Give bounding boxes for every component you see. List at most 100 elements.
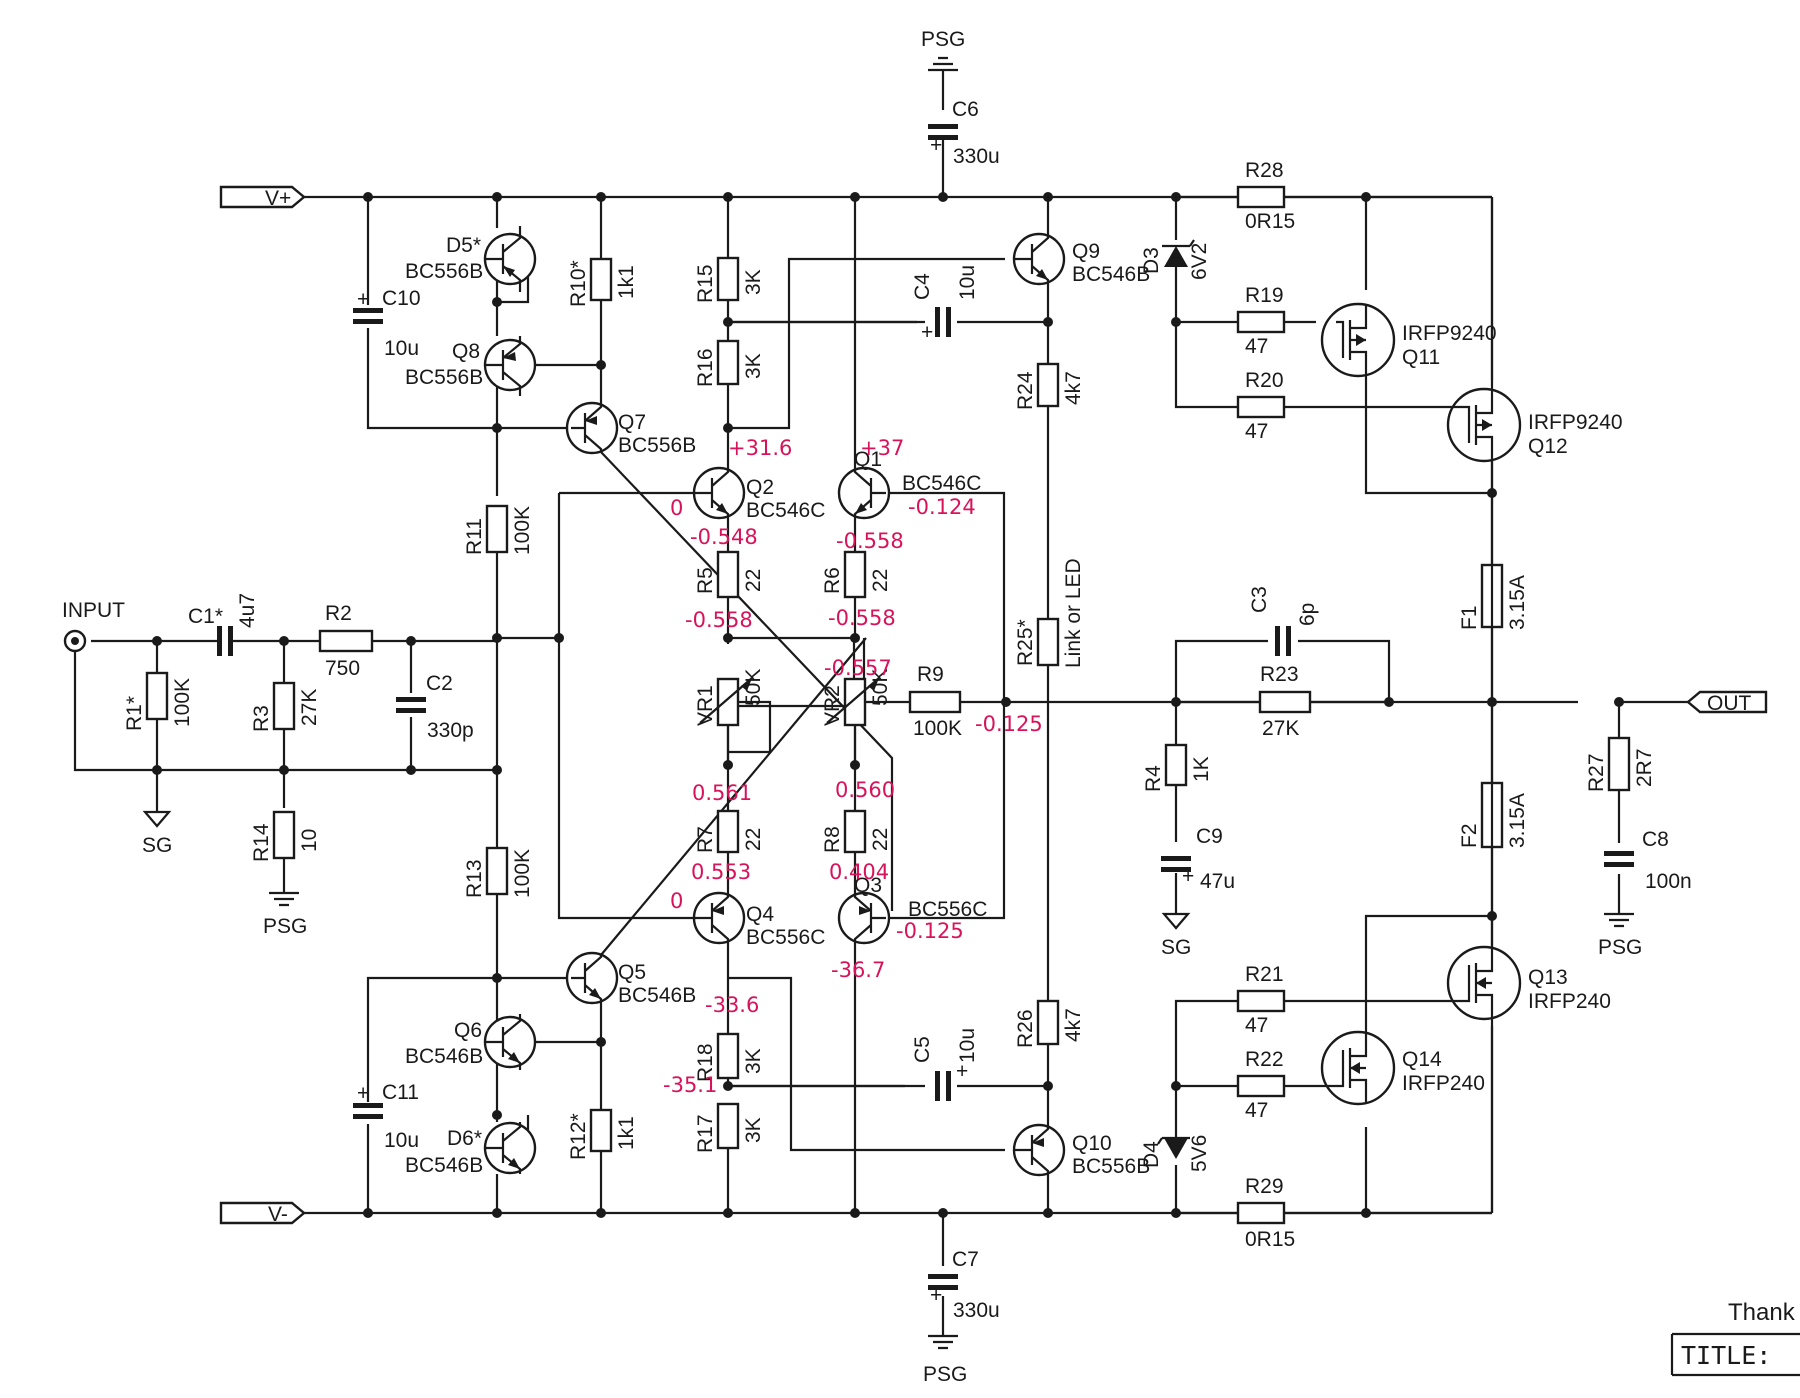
svg-text:R25*: R25* [1014,619,1037,666]
ann-q4-collector: -33.6 [705,993,759,1017]
svg-text:47u: 47u [1200,870,1235,893]
svg-text:D5*: D5* [446,234,481,257]
svg-text:22: 22 [869,828,892,851]
svg-text:22: 22 [742,828,765,851]
svg-text:3K: 3K [742,269,765,295]
resistor-r11: R11 100K [463,504,534,555]
svg-text:0R15: 0R15 [1245,1228,1295,1251]
transistor-q4: Q4 BC556C [692,880,825,955]
svg-text:R24: R24 [1014,371,1037,410]
svg-text:C5: C5 [911,1036,934,1063]
svg-text:F2: F2 [1458,823,1481,848]
capacitor-c10: C10 10u + [353,287,421,360]
svg-text:Q10: Q10 [1072,1132,1112,1155]
ann-q3-collector: -36.7 [831,958,885,982]
resistor-r15: R15 3K [694,256,765,303]
transistor-d5: D5* BC556B [405,226,537,292]
svg-text:5V6: 5V6 [1188,1135,1211,1172]
port-vplus: V+ [219,185,306,210]
svg-text:BC546B: BC546B [1072,263,1150,286]
svg-text:Q7: Q7 [618,411,646,434]
svg-text:Q13: Q13 [1528,966,1568,989]
svg-text:IRFP9240: IRFP9240 [1402,322,1497,345]
svg-text:C11: C11 [382,1081,419,1104]
svg-text:R28: R28 [1245,159,1284,182]
svg-text:3K: 3K [742,1117,765,1143]
svg-text:BC556C: BC556C [746,926,825,949]
ground-sg-c9-label: SG [1161,936,1191,959]
resistor-r16: R16 3K [694,339,765,387]
bjt-transistors: D5* BC556B Q8 BC556B Q7 BC556B Q2 BC546C… [405,226,1150,1178]
svg-text:R2: R2 [325,602,352,625]
ann-r6-bottom: -0.558 [828,606,896,630]
ground-psg-r14: PSG [263,891,307,938]
svg-text:IRFP240: IRFP240 [1402,1072,1485,1095]
svg-text:3K: 3K [742,353,765,379]
resistor-r3: R3 27K [250,681,321,732]
svg-text:R6: R6 [821,567,844,594]
svg-text:R7: R7 [694,826,717,853]
port-vminus-label: V- [268,1203,288,1226]
svg-text:Q8: Q8 [452,340,480,363]
svg-text:Q3: Q3 [854,874,882,897]
capacitor-c5: C5 10u + [911,1028,979,1101]
svg-text:VR2: VR2 [821,685,844,726]
pot-vr1: VR1 50K [694,669,772,765]
svg-text:BC556B: BC556B [405,366,483,389]
svg-text:10: 10 [298,829,321,852]
svg-text:R18: R18 [694,1043,717,1082]
svg-text:R21: R21 [1245,963,1284,986]
input-jack: INPUT [62,599,125,653]
svg-text:22: 22 [869,569,892,592]
resistor-r2: R2 750 [318,602,374,680]
resistor-r12: R12* 1k1 [567,1108,638,1160]
svg-text:BC556B: BC556B [405,260,483,283]
svg-text:27K: 27K [1262,717,1299,740]
svg-text:BC546B: BC546B [405,1154,483,1177]
svg-text:BC546B: BC546B [405,1045,483,1068]
resistor-r1: R1* 100K [123,671,194,731]
capacitor-c7: C7 330u + [928,1248,1000,1322]
svg-text:10u: 10u [384,337,419,360]
mosfet-q14: Q14 IRFP240 [1320,1030,1485,1106]
mosfet-q13: Q13 IRFP240 [1446,945,1611,1021]
ann-r5-bottom: -0.558 [685,608,753,632]
svg-text:Q9: Q9 [1072,240,1100,263]
resistor-r17: R17 3K [694,1102,765,1153]
svg-text:100K: 100K [913,717,962,740]
port-vplus-label: V+ [265,187,291,210]
svg-text:1k1: 1k1 [615,265,638,299]
svg-text:47: 47 [1245,1099,1268,1122]
ann-q1-base: -0.124 [908,495,976,519]
svg-text:R16: R16 [694,348,717,387]
ann-q2-emitter: -0.548 [690,525,758,549]
svg-text:3.15A: 3.15A [1506,793,1529,848]
svg-text:50K: 50K [742,669,765,706]
svg-text:R14: R14 [250,823,273,862]
svg-text:4k7: 4k7 [1062,371,1085,405]
svg-text:R19: R19 [1245,284,1284,307]
capacitor-c6: C6 330u + [928,98,1000,168]
transistor-q9: Q9 BC546B [1012,228,1150,286]
ann-q3-emitter: 0.404 [829,860,889,884]
svg-text:+: + [930,1284,942,1307]
ground-psg-c7: PSG [923,1334,967,1386]
port-out-label: OUT [1707,692,1752,715]
ann-r8-top: 0.560 [835,778,895,802]
svg-text:+: + [930,134,942,157]
svg-text:C9: C9 [1196,825,1223,848]
resistor-r7: R7 22 [694,809,765,854]
ground-sg-r1: SG [142,810,172,857]
svg-text:330u: 330u [953,1299,1000,1322]
svg-text:C7: C7 [952,1248,979,1271]
transistor-q8: Q8 BC556B [405,336,537,396]
svg-text:100n: 100n [1645,870,1692,893]
svg-text:IRFP9240: IRFP9240 [1528,411,1623,434]
svg-text:D3: D3 [1140,247,1163,274]
capacitor-c1: C1* 4u7 [188,593,260,656]
svg-text:47: 47 [1245,1014,1268,1037]
svg-text:R27: R27 [1585,753,1608,792]
ann-q2-collector: +31.6 [728,436,792,460]
svg-text:R23: R23 [1260,663,1299,686]
zener-d4: D4 5V6 [1140,1135,1211,1172]
